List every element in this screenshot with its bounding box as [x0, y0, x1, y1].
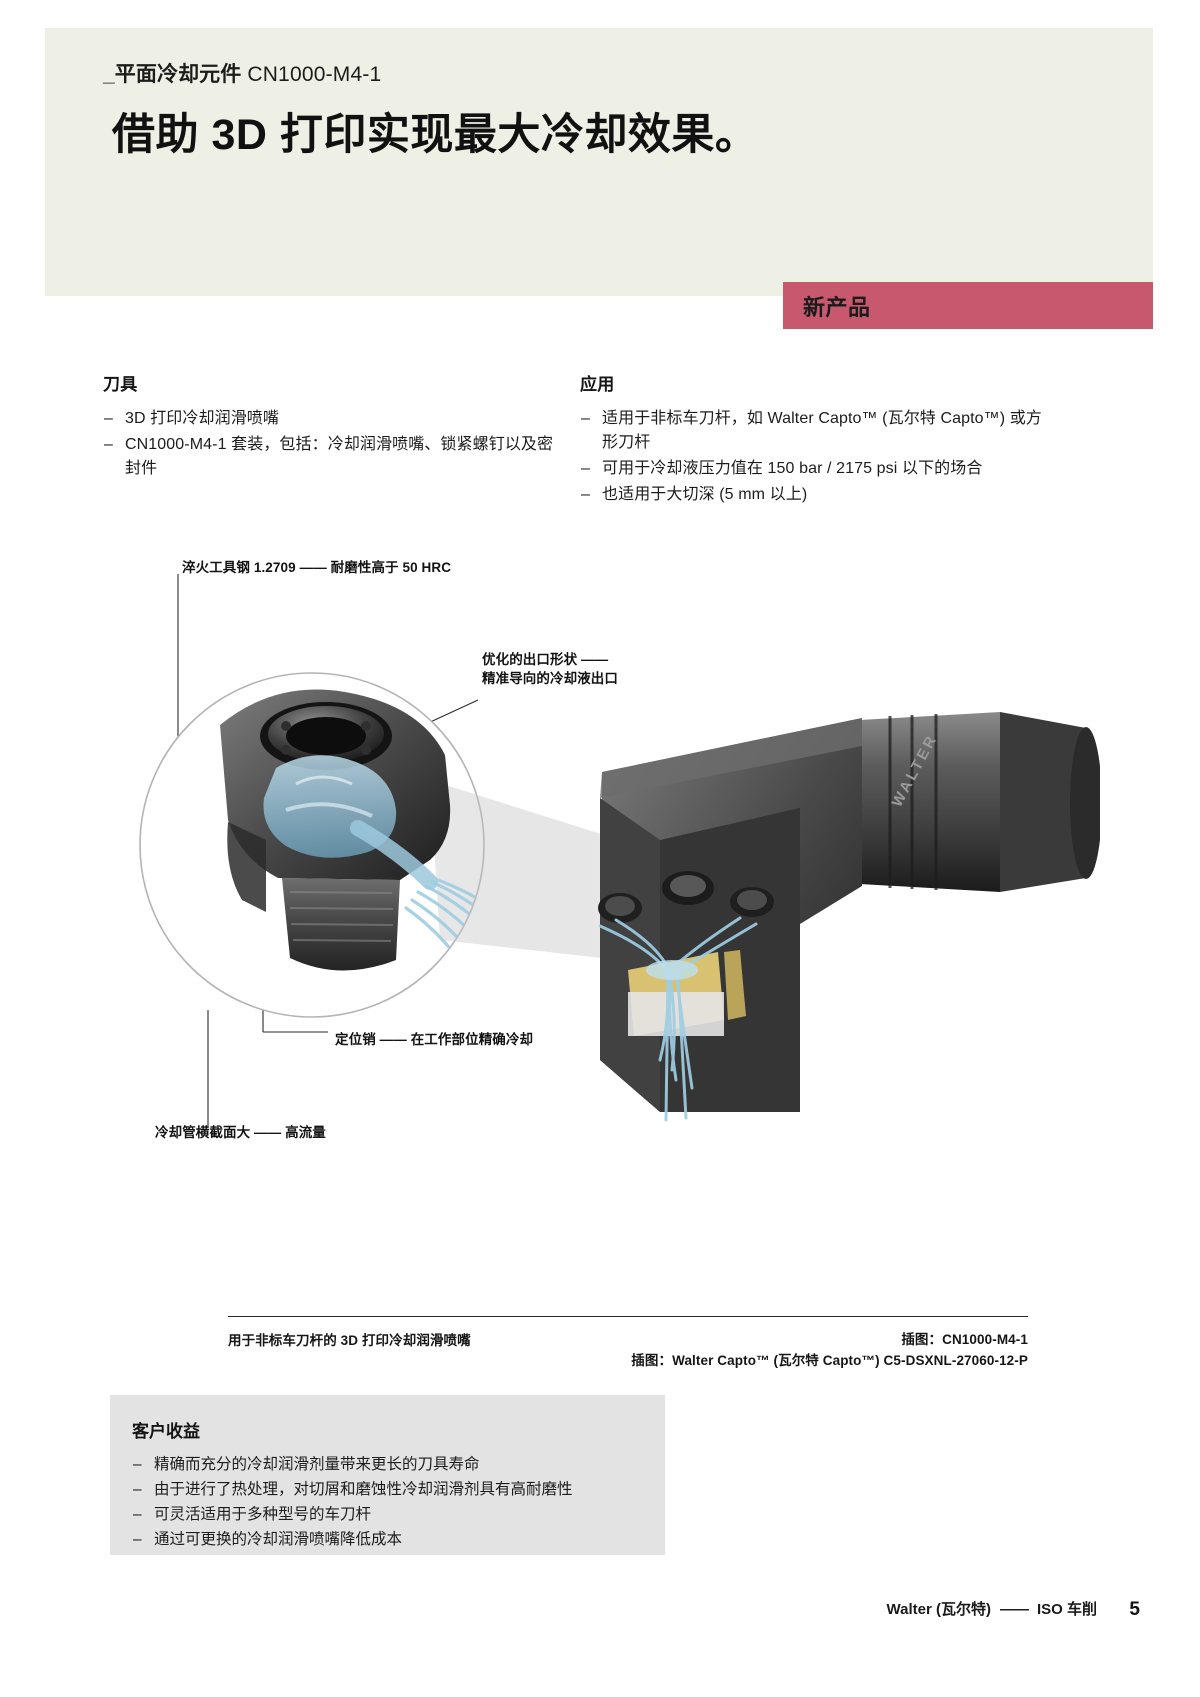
caption-right: 插图：CN1000-M4-1 插图：Walter Capto™ (瓦尔特 Cap… — [631, 1329, 1028, 1371]
zoom-cone — [430, 780, 620, 960]
benefits-heading: 客户收益 — [132, 1422, 200, 1441]
status-badge: 新产品 — [783, 282, 1153, 329]
callout-outlet: 优化的出口形状 —— 精准导向的冷却液出口 — [482, 650, 618, 688]
eyebrow-product-code: CN1000-M4-1 — [247, 63, 382, 86]
footer-section: ISO 车削 — [1036, 1601, 1097, 1618]
caption-left: 用于非标车刀杆的 3D 打印冷却润滑喷嘴 — [228, 1333, 471, 1348]
callout-outlet-line1: 优化的出口形状 —— — [482, 652, 609, 667]
applications-heading: 应用 — [580, 375, 615, 394]
list-item: 3D 打印冷却润滑喷嘴 — [103, 407, 563, 431]
list-item: 适用于非标车刀杆，如 Walter Capto™ (瓦尔特 Capto™) 或方… — [580, 407, 1050, 455]
tools-section: 刀具 3D 打印冷却润滑喷嘴 CN1000-M4-1 套装，包括：冷却润滑喷嘴、… — [103, 370, 563, 483]
applications-list: 适用于非标车刀杆，如 Walter Capto™ (瓦尔特 Capto™) 或方… — [580, 407, 1050, 507]
callout-material: 淬火工具钢 1.2709 —— 耐磨性高于 50 HRC — [182, 560, 452, 575]
benefits-list: 精确而充分的冷却润滑剂量带来更长的刀具寿命 由于进行了热处理，对切屑和磨蚀性冷却… — [132, 1452, 665, 1552]
tools-list: 3D 打印冷却润滑喷嘴 CN1000-M4-1 套装，包括：冷却润滑喷嘴、锁紧螺… — [103, 407, 563, 481]
header-banner — [45, 28, 1153, 296]
list-item: 也适用于大切深 (5 mm 以上) — [580, 483, 1050, 507]
callout-locating-pin: 定位销 —— 在工作部位精确冷却 — [335, 1032, 534, 1047]
page-title: 借助 3D 打印实现最大冷却效果。 — [112, 111, 759, 159]
callout-outlet-line2: 精准导向的冷却液出口 — [482, 671, 618, 686]
page-number: 5 — [1129, 1599, 1140, 1620]
product-illustration: WALTER — [100, 540, 1100, 1190]
status-badge-label: 新产品 — [803, 294, 871, 320]
clamp-screws — [598, 871, 774, 923]
tools-heading: 刀具 — [103, 375, 138, 394]
list-item: 通过可更换的冷却润滑喷嘴降低成本 — [132, 1527, 665, 1552]
product-eyebrow: _平面冷却元件 CN1000-M4-1 — [103, 58, 381, 88]
caption-divider — [228, 1316, 1028, 1317]
eyebrow-prefix: _平面冷却元件 — [103, 63, 248, 86]
illustration-graphic: WALTER — [139, 574, 1100, 1128]
tool-holder: WALTER — [598, 712, 1100, 1122]
callout-channel: 冷却管横截面大 —— 高流量 — [155, 1125, 326, 1140]
footer-separator: —— — [999, 1601, 1029, 1618]
caption-right-line2: 插图：Walter Capto™ (瓦尔特 Capto™) C5-DSXNL-2… — [631, 1353, 1028, 1368]
list-item: 由于进行了热处理，对切屑和磨蚀性冷却润滑剂具有高耐磨性 — [132, 1477, 665, 1502]
customer-benefits-box: 客户收益 精确而充分的冷却润滑剂量带来更长的刀具寿命 由于进行了热处理，对切屑和… — [110, 1395, 665, 1555]
caption-right-line1: 插图：CN1000-M4-1 — [901, 1332, 1028, 1347]
list-item: 精确而充分的冷却润滑剂量带来更长的刀具寿命 — [132, 1452, 665, 1477]
nozzle-closeup — [220, 689, 484, 998]
page-footer: Walter (瓦尔特) —— ISO 车削 — [887, 1598, 1097, 1619]
applications-section: 应用 适用于非标车刀杆，如 Walter Capto™ (瓦尔特 Capto™)… — [580, 370, 1050, 509]
list-item: 可灵活适用于多种型号的车刀杆 — [132, 1502, 665, 1527]
list-item: CN1000-M4-1 套装，包括：冷却润滑喷嘴、锁紧螺钉以及密封件 — [103, 433, 563, 481]
list-item: 可用于冷却液压力值在 150 bar / 2175 psi 以下的场合 — [580, 457, 1050, 481]
footer-brand: Walter (瓦尔特) — [886, 1601, 991, 1618]
